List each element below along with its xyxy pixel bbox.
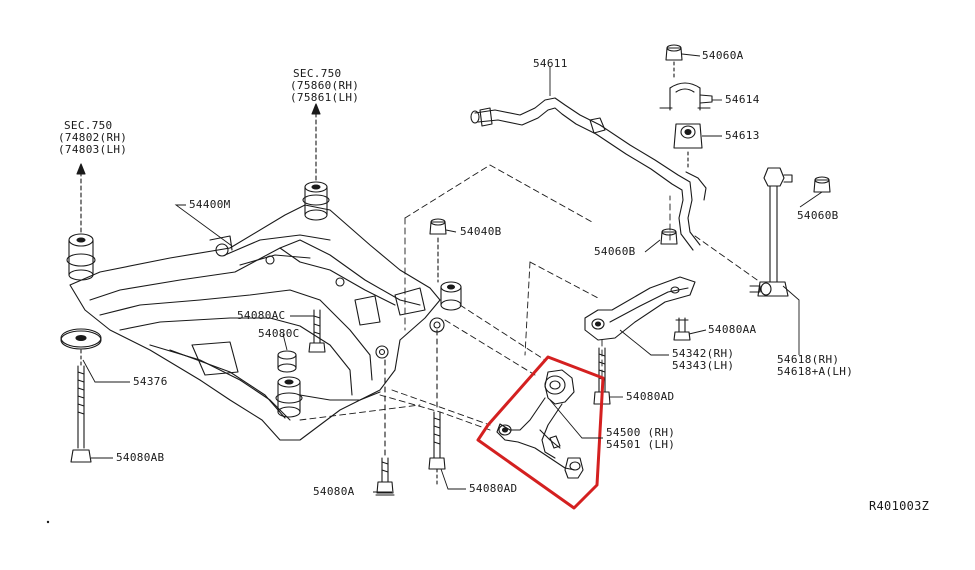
label-54501: 54501 (LH)	[606, 438, 676, 451]
label-sec750-left-rh: (74802(RH)	[58, 131, 128, 144]
label-54611: 54611	[533, 57, 568, 70]
bolt-54080A	[375, 359, 395, 496]
label-54080A: 54080A	[313, 485, 355, 498]
washer-54376	[60, 328, 102, 350]
label-54060B-right: 54060B	[797, 209, 839, 222]
lower-control-arm	[496, 369, 584, 479]
label-sec750-upper-lh: (75861(LH)	[290, 91, 360, 104]
label-54618: 54618(RH)	[777, 353, 840, 366]
label-54376: 54376	[133, 375, 168, 388]
assembly-dashed-lines	[299, 164, 761, 431]
label-54080AD-bottom: 54080AD	[469, 482, 518, 495]
label-sec750-upper-rh: (75860(RH)	[290, 79, 360, 92]
nut-54060B-left	[660, 228, 678, 245]
sec750-upper-arrow	[311, 103, 321, 181]
stabilizer-link	[749, 167, 793, 297]
diagram-id: R401003Z	[869, 499, 930, 513]
label-sec750-left-lh: (74803(LH)	[58, 143, 128, 156]
gusset-54342	[584, 276, 696, 341]
leader-lines	[82, 53, 823, 493]
nut-54040B	[429, 218, 447, 283]
member-bushing-rear-left	[66, 233, 96, 281]
label-sec750-upper-title: SEC.750	[293, 67, 342, 80]
label-54400M: 54400M	[189, 198, 231, 211]
bolt-54080AA	[673, 317, 691, 341]
member-bushing-front-left	[275, 376, 303, 418]
label-54060A: 54060A	[702, 49, 744, 62]
bolt-54080AC	[308, 309, 326, 353]
label-54500: 54500 (RH)	[606, 426, 676, 439]
label-54343: 54343(LH)	[672, 359, 735, 372]
label-sec750-left-title: SEC.750	[64, 119, 113, 132]
label-54342: 54342(RH)	[672, 347, 735, 360]
bolt-54080AB	[70, 349, 92, 463]
member-bushing-front-right	[440, 281, 462, 311]
corner-mark	[46, 520, 50, 524]
label-54080C: 54080C	[258, 327, 300, 340]
sec750-left-arrow	[76, 163, 86, 233]
label-54613: 54613	[725, 129, 760, 142]
bolt-54080AD-lower	[428, 329, 446, 488]
highlight-outline	[476, 355, 605, 510]
label-54060B-left: 54060B	[594, 245, 636, 258]
bushing-54613	[673, 123, 703, 169]
bolt-54080AD-upper	[593, 347, 611, 405]
bracket-54614	[659, 82, 713, 111]
member-bushing-rear-right	[302, 181, 330, 221]
bolt-54060A	[665, 44, 683, 79]
label-54080AB: 54080AB	[116, 451, 165, 464]
label-54040B: 54040B	[460, 225, 502, 238]
label-54618A: 54618+A(LH)	[777, 365, 854, 378]
label-54080AC: 54080AC	[237, 309, 286, 322]
label-54080AD-mid: 54080AD	[626, 390, 675, 403]
suspension-member	[69, 204, 445, 441]
nut-54060B-right	[813, 176, 831, 193]
label-54080AA: 54080AA	[708, 323, 757, 336]
stabilizer-bar	[470, 97, 707, 251]
label-54614: 54614	[725, 93, 760, 106]
collar-54080C	[277, 350, 297, 373]
